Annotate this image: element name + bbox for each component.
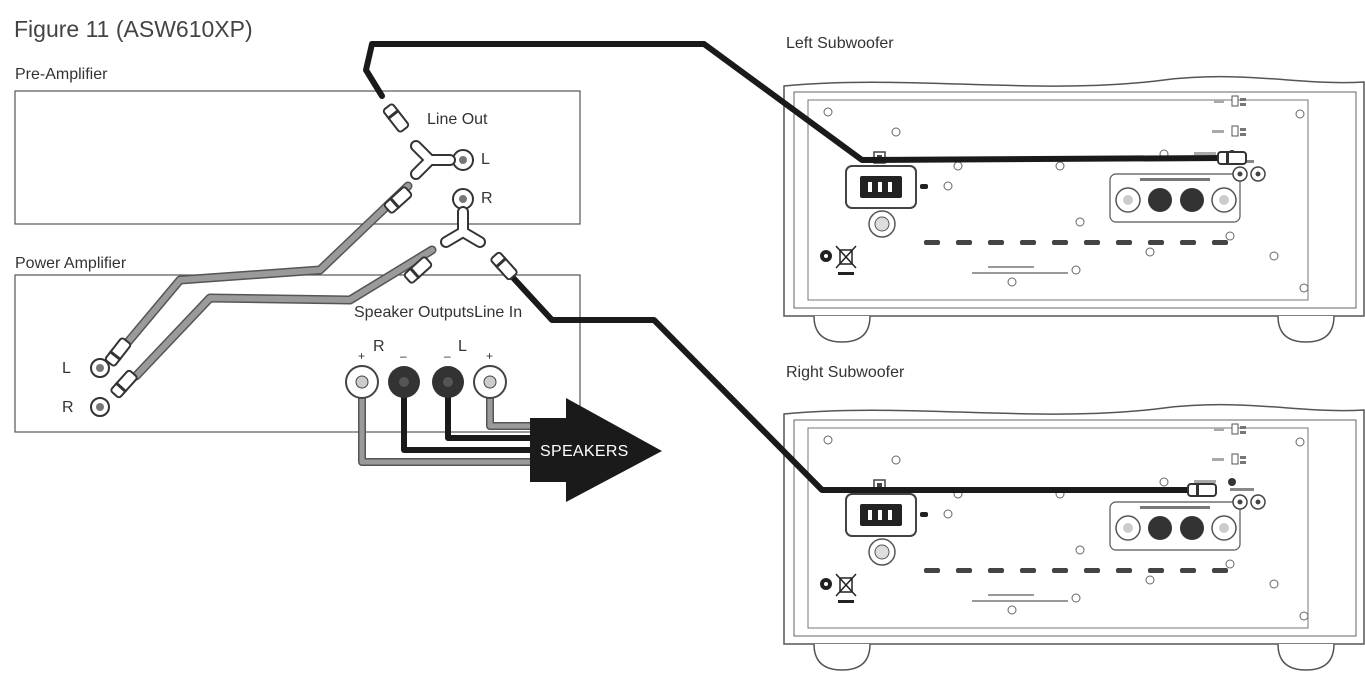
speakers-arrow — [530, 398, 662, 502]
line-in-text: Line In — [474, 304, 523, 321]
black-subwoofer-cables — [363, 41, 1225, 493]
pre-amp-line-out-jacks — [452, 149, 474, 210]
speaker-outputs-text: Speaker Outputs — [354, 304, 475, 321]
figure-title: Figure 11 (ASW610XP) — [14, 16, 253, 42]
speaker-wires — [358, 382, 540, 466]
speakers-label: SPEAKERS — [540, 443, 629, 460]
power-amp-line-in-jacks — [90, 358, 110, 417]
left-subwoofer — [783, 75, 1365, 343]
speaker-right-label: R — [373, 338, 385, 355]
plus-sign-right: + — [358, 349, 366, 363]
power-amp-right-label: R — [62, 399, 74, 416]
plus-sign-left: + — [486, 349, 494, 363]
right-subwoofer-title: Right Subwoofer — [786, 364, 905, 381]
grey-interconnect-cables — [123, 181, 437, 381]
pre-amplifier-title: Pre-Amplifier — [15, 66, 108, 83]
speaker-outputs-label: Speaker OutputsLine In — [354, 305, 522, 321]
power-amp-left-label: L — [62, 360, 71, 377]
speaker-left-label: L — [458, 338, 467, 355]
y-splitter-icon — [410, 140, 486, 248]
minus-sign-right: – — [400, 349, 407, 363]
power-amplifier-title: Power Amplifier — [15, 255, 127, 272]
pre-amplifier-box — [14, 90, 581, 225]
right-subwoofer — [783, 403, 1365, 671]
left-subwoofer-title: Left Subwoofer — [786, 35, 894, 52]
pre-amp-left-label: L — [481, 151, 490, 168]
line-out-label: Line Out — [427, 111, 488, 128]
pre-amp-right-label: R — [481, 190, 493, 207]
minus-sign-left: – — [444, 349, 451, 363]
speaker-output-terminals — [345, 365, 507, 399]
